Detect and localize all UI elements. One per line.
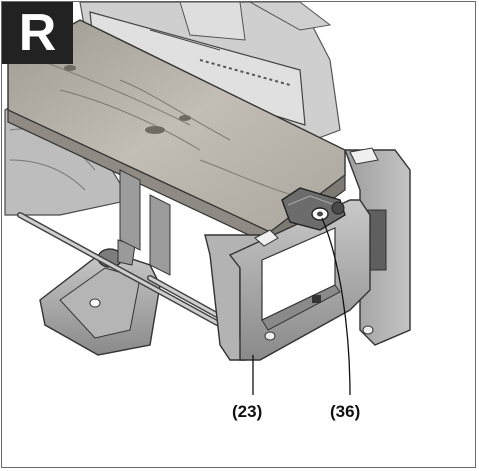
- leader-lines: [252, 217, 351, 396]
- stop-lever: [281, 187, 346, 231]
- extension-frame: [204, 147, 411, 361]
- callout-label-36: (36): [330, 402, 361, 421]
- figure-letter-badge: R: [2, 2, 73, 64]
- rear-posts: [119, 169, 171, 276]
- callout-label-23: (23): [232, 402, 263, 421]
- left-support-foot: [39, 239, 161, 356]
